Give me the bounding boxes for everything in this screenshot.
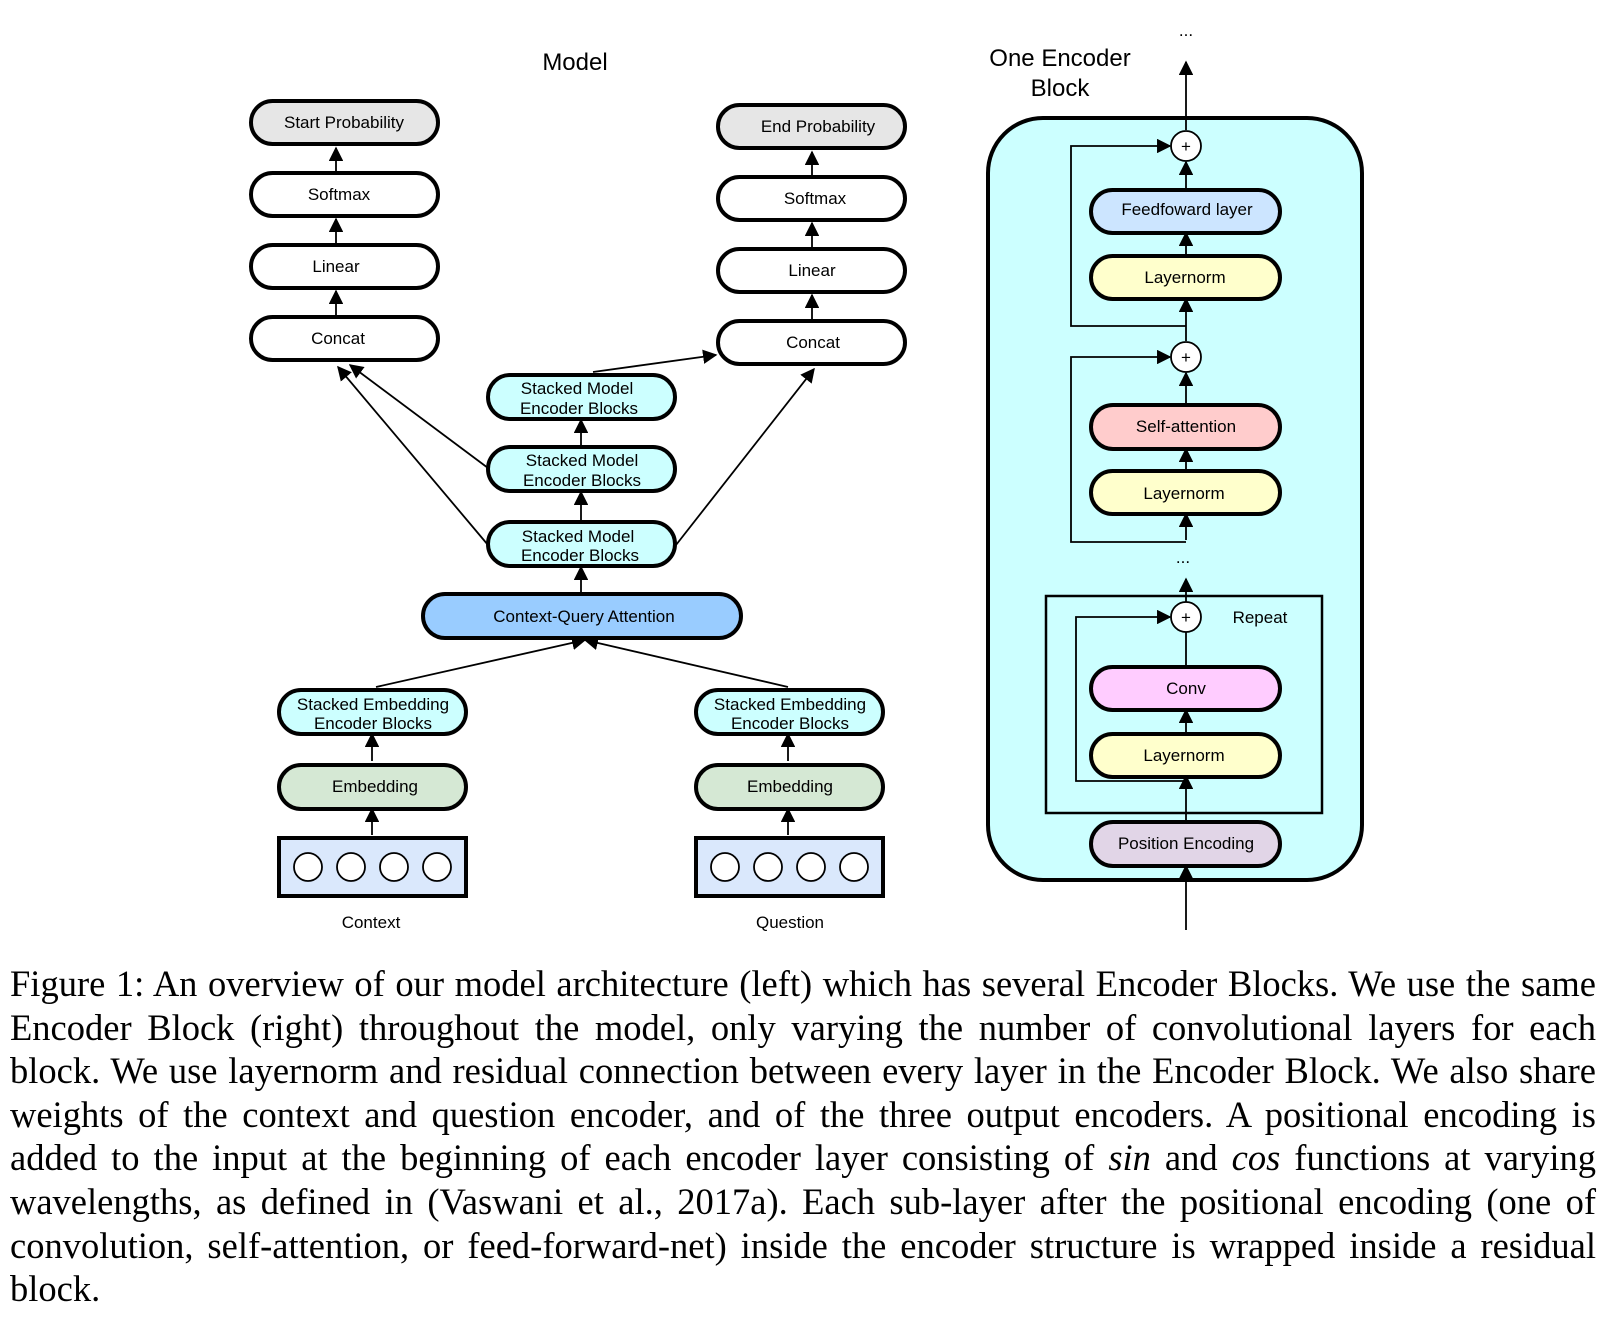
- svg-text:Concat: Concat: [311, 329, 365, 348]
- concat-node-start: Concat: [249, 315, 440, 362]
- svg-text:+: +: [1181, 348, 1191, 367]
- svg-text:Embedding: Embedding: [332, 777, 418, 796]
- context-token-circle: [422, 852, 452, 882]
- figure-caption: Figure 1: An overview of our model archi…: [10, 962, 1596, 1311]
- svg-text:Encoder Blocks: Encoder Blocks: [523, 471, 641, 490]
- model-edges: [328, 146, 820, 835]
- softmax-node-end: Softmax: [716, 175, 907, 222]
- encoder-block-title-line2: Block: [1031, 75, 1091, 102]
- svg-text:+: +: [1181, 137, 1191, 156]
- softmax-node-start: Softmax: [249, 171, 440, 218]
- stacked-model-encoder-bottom: Stacked Model Encoder Blocks: [486, 520, 677, 568]
- svg-text:Encoder Blocks: Encoder Blocks: [314, 714, 432, 733]
- svg-text:Layernorm: Layernorm: [1143, 746, 1224, 765]
- svg-text:Stacked Model: Stacked Model: [522, 527, 634, 546]
- caption-text-part2: and: [1150, 1137, 1232, 1179]
- encoder-block-edges: [1070, 60, 1194, 930]
- feedforward-layer-node: Feedfoward layer: [1089, 188, 1282, 235]
- residual-add-node-repeat: +: [1170, 601, 1202, 633]
- concat-node-end: Concat: [716, 319, 907, 366]
- svg-text:Position Encoding: Position Encoding: [1118, 834, 1254, 853]
- linear-node-end: Linear: [716, 247, 907, 294]
- residual-add-node-middle: +: [1170, 341, 1202, 373]
- svg-text:End Probability: End Probability: [761, 117, 876, 136]
- svg-text:Layernorm: Layernorm: [1144, 268, 1225, 287]
- layernorm-node-ffn: Layernorm: [1089, 254, 1282, 301]
- svg-text:Start Probability: Start Probability: [284, 113, 404, 132]
- repeat-box: [1044, 594, 1324, 815]
- context-token-circle: [336, 852, 366, 882]
- question-token-circle: [753, 852, 783, 882]
- stacked-embedding-encoder-context: Stacked Embedding Encoder Blocks: [277, 688, 468, 736]
- repeat-label: Repeat: [1233, 608, 1288, 627]
- stacked-model-encoder-top: Stacked Model Encoder Blocks: [486, 373, 677, 421]
- svg-text:Stacked Model: Stacked Model: [526, 451, 638, 470]
- self-attention-node: Self-attention: [1089, 403, 1282, 451]
- svg-text:Concat: Concat: [786, 333, 840, 352]
- encoder-ellipsis: ...: [1176, 548, 1190, 567]
- svg-text:Linear: Linear: [312, 257, 360, 276]
- architecture-diagram: Model One Encoder Block ... Repeat: [249, 21, 1364, 932]
- caption-text-part1: Figure 1: An overview of our model archi…: [10, 963, 1596, 1179]
- svg-text:Stacked Embedding: Stacked Embedding: [714, 695, 866, 714]
- svg-text:Feedfoward layer: Feedfoward layer: [1121, 200, 1253, 219]
- question-token-circle: [839, 852, 869, 882]
- residual-add-node-top: +: [1170, 130, 1202, 162]
- stacked-model-encoder-middle: Stacked Model Encoder Blocks: [486, 445, 677, 493]
- top-ellipsis: ...: [1179, 21, 1193, 40]
- stacked-embedding-encoder-question: Stacked Embedding Encoder Blocks: [694, 688, 885, 736]
- end-probability-node: End Probability: [716, 103, 907, 150]
- svg-text:Encoder Blocks: Encoder Blocks: [731, 714, 849, 733]
- caption-math-cos: cos: [1231, 1137, 1281, 1179]
- context-token-circle: [293, 852, 323, 882]
- start-probability-node: Start Probability: [249, 99, 440, 146]
- layernorm-node-attention: Layernorm: [1089, 469, 1282, 516]
- svg-text:Conv: Conv: [1166, 679, 1206, 698]
- svg-text:Embedding: Embedding: [747, 777, 833, 796]
- context-query-attention-node: Context-Query Attention: [421, 592, 743, 640]
- svg-text:Self-attention: Self-attention: [1136, 417, 1236, 436]
- svg-text:Encoder Blocks: Encoder Blocks: [521, 546, 639, 565]
- layernorm-node-conv: Layernorm: [1089, 732, 1282, 779]
- question-token-circle: [710, 852, 740, 882]
- conv-node: Conv: [1089, 665, 1282, 712]
- question-input-box: [694, 836, 885, 898]
- embedding-node-question: Embedding: [694, 763, 885, 811]
- encoder-block-title-line1: One Encoder: [989, 45, 1130, 72]
- model-title: Model: [542, 49, 607, 76]
- svg-text:Linear: Linear: [788, 261, 836, 280]
- svg-text:+: +: [1181, 608, 1191, 627]
- context-label: Context: [342, 913, 401, 932]
- context-input-box: [277, 836, 468, 898]
- svg-text:Softmax: Softmax: [784, 189, 847, 208]
- svg-text:Layernorm: Layernorm: [1143, 484, 1224, 503]
- context-token-circle: [379, 852, 409, 882]
- svg-text:Context-Query Attention: Context-Query Attention: [493, 607, 674, 626]
- svg-text:Stacked Embedding: Stacked Embedding: [297, 695, 449, 714]
- linear-node-start: Linear: [249, 243, 440, 290]
- question-label: Question: [756, 913, 824, 932]
- svg-text:Stacked Model: Stacked Model: [521, 379, 633, 398]
- svg-text:Encoder Blocks: Encoder Blocks: [520, 399, 638, 418]
- caption-text-part3: functions at varying wavelengths, as def…: [10, 1137, 1596, 1310]
- position-encoding-node: Position Encoding: [1089, 820, 1282, 868]
- question-token-circle: [796, 852, 826, 882]
- caption-math-sin: sin: [1108, 1137, 1151, 1179]
- svg-text:Softmax: Softmax: [308, 185, 371, 204]
- embedding-node-context: Embedding: [277, 763, 468, 811]
